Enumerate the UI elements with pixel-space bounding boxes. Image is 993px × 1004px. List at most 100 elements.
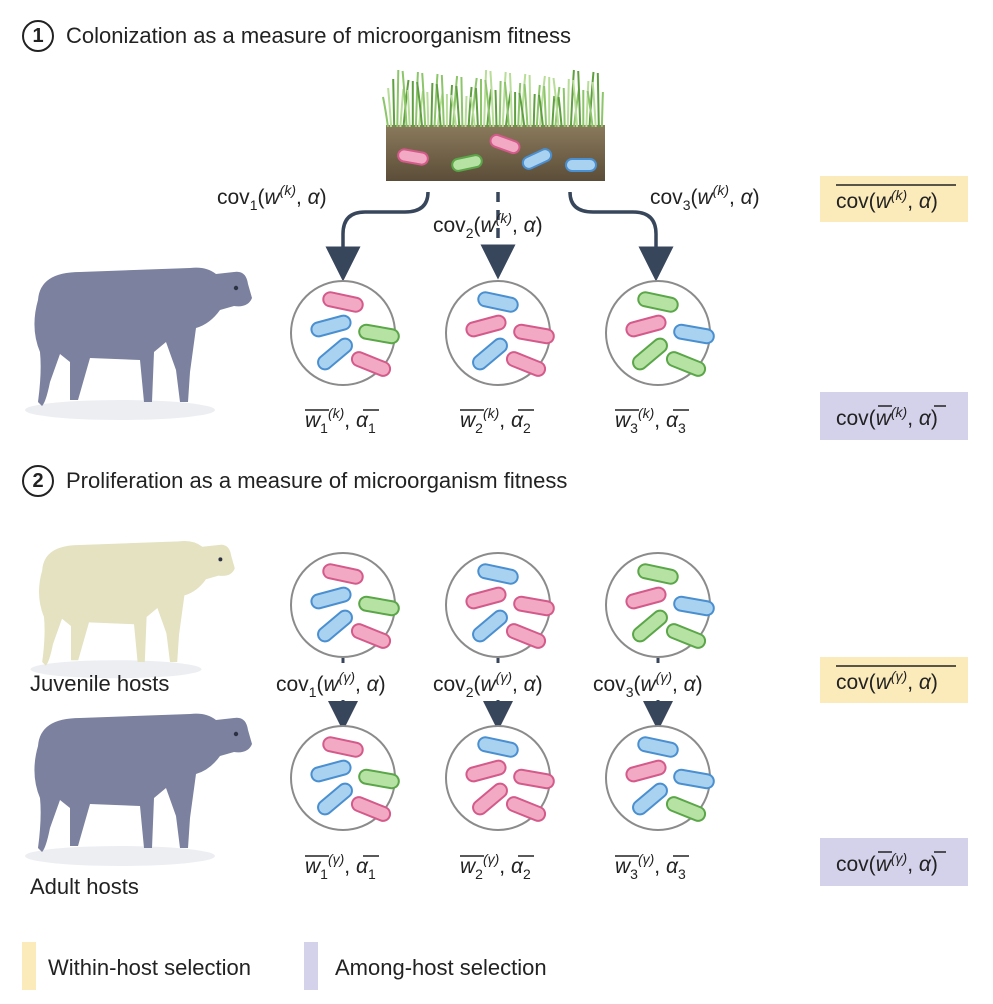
adult-hosts-label: Adult hosts <box>30 874 139 899</box>
covariance-label: cov1(w(γ), α) <box>276 669 386 700</box>
svg-text:cov(w(γ), α): cov(w(γ), α) <box>836 850 938 876</box>
legend-within-label: Within-host selection <box>48 955 251 980</box>
box-s2-within-host: cov(w(γ), α) <box>820 657 968 703</box>
mean-fitness-label: w1(γ), α1 <box>305 851 376 882</box>
proliferation-arrows <box>328 658 673 731</box>
box-s2-among-formula: cov(w(γ), α) <box>836 850 946 876</box>
section-1-number: 1 <box>22 20 54 52</box>
microbe-cell <box>637 563 679 585</box>
microbe-cell <box>317 609 353 643</box>
covariance-label: cov2(w(γ), α) <box>433 669 543 700</box>
section-2-number: 2 <box>22 465 54 497</box>
covariance-label: cov2(w(k), α) <box>433 210 543 241</box>
microbe-cell <box>317 782 353 816</box>
microbe-cell <box>673 323 715 345</box>
legend-among-label: Among-host selection <box>335 955 547 980</box>
petri-dish <box>445 280 555 386</box>
petri-dish <box>290 725 400 831</box>
petri-dish <box>605 552 715 658</box>
microbe-cell <box>350 623 392 649</box>
microbe-cell <box>637 736 679 758</box>
petri-dish <box>445 552 555 658</box>
box-s2-among-host: cov(w(γ), α) <box>820 838 968 886</box>
microbe-cell <box>465 759 507 783</box>
microbe-cell <box>477 563 519 585</box>
mean-fitness-label: w3(k), α3 <box>615 405 686 436</box>
adult-cow-illustration <box>25 267 252 420</box>
legend-within-swatch <box>22 942 36 990</box>
section-1-heading: 1 Colonization as a measure of microorga… <box>22 18 571 54</box>
microbe-cell <box>358 595 400 617</box>
petri-dish <box>445 725 555 831</box>
microbe-cell <box>465 586 507 610</box>
microbe-cell <box>665 351 707 377</box>
microbe-cell <box>513 768 555 790</box>
microbe-cell <box>673 595 715 617</box>
microbe-cell <box>310 586 352 610</box>
microbe-cell <box>317 337 353 371</box>
section-2-title: Proliferation as a measure of microorgan… <box>66 468 568 493</box>
microbe-cell <box>673 768 715 790</box>
microbe-cell <box>472 337 508 371</box>
box-s2-within-formula: cov(w(γ), α) <box>836 665 956 694</box>
petri-dish <box>290 280 400 386</box>
microbe-cell <box>310 759 352 783</box>
svg-text:cov(w(k), α): cov(w(k), α) <box>836 187 938 213</box>
microbe-cell <box>625 586 667 610</box>
microbe-cell <box>350 351 392 377</box>
microbe-cell <box>322 291 364 313</box>
colonization-arrows <box>325 191 674 282</box>
box-s1-within-formula: cov(w(k), α) <box>836 184 956 213</box>
microbe-cell <box>513 323 555 345</box>
adult-cow-illustration <box>25 713 252 866</box>
microbe-cell <box>472 782 508 816</box>
microbe-cell <box>322 736 364 758</box>
grass-blades <box>382 69 604 128</box>
mean-fitness-label: w3(γ), α3 <box>615 851 686 882</box>
formula-labels: cov1(w(k), α) cov2(w(k), α) cov3(w(k), α) c… <box>217 182 760 882</box>
juvenile-cow-illustration <box>30 541 235 679</box>
juvenile-hosts-label: Juvenile hosts <box>30 671 170 696</box>
covariance-label: cov3(w(γ), α) <box>593 669 703 700</box>
mean-fitness-label: w1(k), α1 <box>305 405 376 436</box>
box-s1-among-host: cov(w(k), α) <box>820 392 968 440</box>
microbe-cell <box>322 563 364 585</box>
microbe-cell <box>505 623 547 649</box>
svg-text:cov(w(γ), α): cov(w(γ), α) <box>836 668 938 694</box>
microbe-cell <box>477 736 519 758</box>
microbe-cell <box>465 314 507 338</box>
soil-microbes <box>397 133 597 172</box>
microbe-cell <box>505 796 547 822</box>
petri-dish <box>290 552 400 658</box>
petri-dish <box>605 280 715 386</box>
box-s1-within-host: cov(w(k), α) <box>820 176 968 222</box>
mean-fitness-label: w2(k), α2 <box>460 405 531 436</box>
petri-dish <box>605 725 715 831</box>
microbe-cell <box>350 796 392 822</box>
microbe-cell <box>632 609 668 643</box>
covariance-label: cov3(w(k), α) <box>650 182 760 213</box>
microbe-cell <box>358 323 400 345</box>
section-1-title: Colonization as a measure of microorgani… <box>66 23 572 48</box>
petri-dishes <box>290 280 715 831</box>
microbe-cell <box>625 759 667 783</box>
microbe-cell <box>632 337 668 371</box>
microbe-cell <box>625 314 667 338</box>
microbe-cell <box>637 291 679 313</box>
microbe-cell <box>477 291 519 313</box>
microbe-cell <box>665 623 707 649</box>
microbe-cell <box>513 595 555 617</box>
microbe-cell <box>472 609 508 643</box>
svg-text:cov(w(k), α): cov(w(k), α) <box>836 404 938 430</box>
microbe-cell <box>632 782 668 816</box>
section-2-heading: 2 Proliferation as a measure of microorg… <box>22 463 567 499</box>
microbe-cell <box>505 351 547 377</box>
soil-grass-illustration <box>382 69 605 181</box>
microbe-cell <box>358 768 400 790</box>
box-s1-among-formula: cov(w(k), α) <box>836 404 946 430</box>
microbe-cell <box>665 796 707 822</box>
mean-fitness-label: w2(γ), α2 <box>460 851 531 882</box>
covariance-label: cov1(w(k), α) <box>217 182 327 213</box>
microbe-cell <box>310 314 352 338</box>
